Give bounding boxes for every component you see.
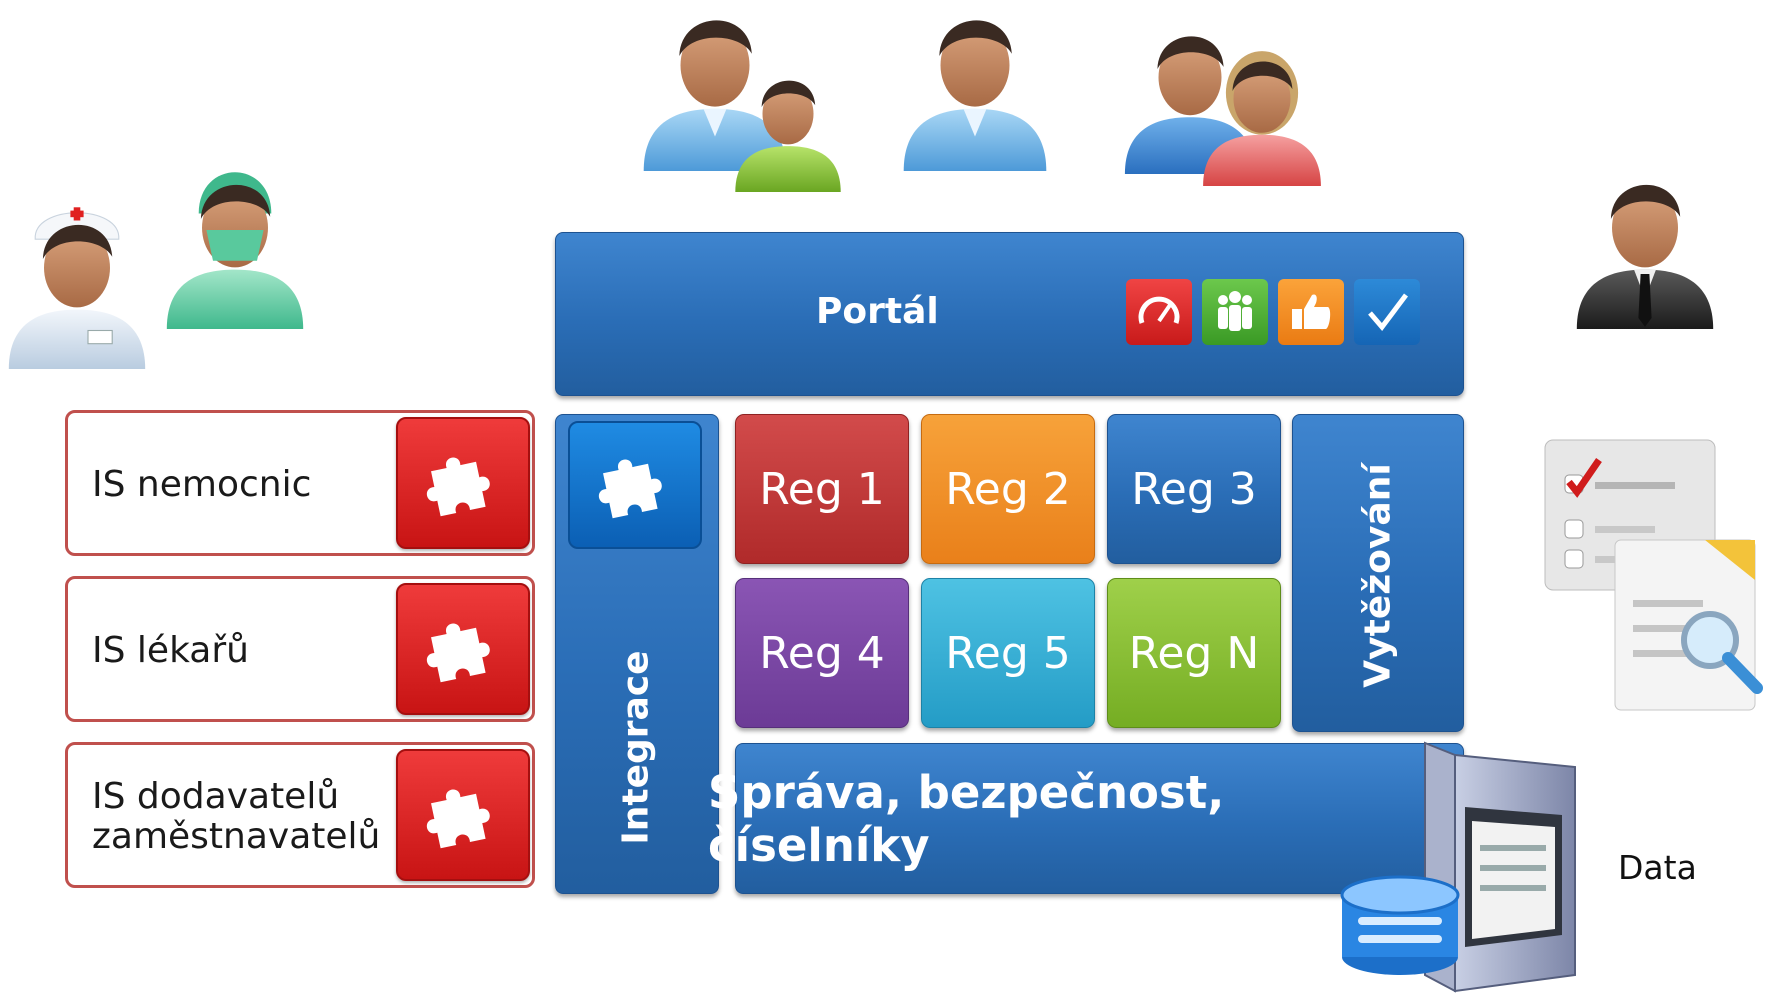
is-suppliers-employers-box[interactable]: IS dodavatelů zaměstnavatelů (65, 742, 535, 888)
puzzle-icon (396, 583, 530, 715)
data-label: Data (1618, 848, 1697, 887)
registry-tile-2[interactable]: Reg 2 (921, 414, 1095, 564)
registry-tile-3[interactable]: Reg 3 (1107, 414, 1281, 564)
nurse-icon (8, 207, 146, 369)
admin-label: Správa, bezpečnost, číselníky (708, 765, 1225, 872)
registry-label: Reg 5 (945, 627, 1071, 679)
checkmark-icon[interactable] (1354, 279, 1420, 345)
dashboard-icon[interactable] (1126, 279, 1192, 345)
is-suppliers-label-line2: zaměstnavatelů (92, 816, 381, 857)
couple-users-icon (1124, 36, 1321, 186)
businessman-icon (1576, 184, 1714, 329)
mining-column[interactable]: Vytěžování (1292, 414, 1464, 732)
thumbs-up-icon[interactable] (1278, 279, 1344, 345)
puzzle-icon (396, 417, 530, 549)
integration-column[interactable]: Integrace (555, 414, 719, 894)
registry-label: Reg 2 (945, 463, 1071, 515)
report-search-icon (1544, 439, 1763, 711)
database-server-icon (1340, 741, 1576, 993)
is-doctors-label: IS lékařů (92, 630, 249, 671)
is-hospitals-label: IS nemocnic (92, 464, 312, 505)
is-hospitals-box[interactable]: IS nemocnic (65, 410, 535, 556)
portal-label: Portál (816, 291, 939, 332)
registry-tile-n[interactable]: Reg N (1107, 578, 1281, 728)
group-icon[interactable] (1202, 279, 1268, 345)
registry-label: Reg 3 (1131, 463, 1257, 515)
puzzle-icon (396, 749, 530, 881)
registry-tile-1[interactable]: Reg 1 (735, 414, 909, 564)
registry-tile-4[interactable]: Reg 4 (735, 578, 909, 728)
registry-tile-5[interactable]: Reg 5 (921, 578, 1095, 728)
is-suppliers-label-line1: IS dodavatelů (92, 776, 340, 817)
surgeon-icon (166, 172, 304, 329)
admin-bar[interactable]: Správa, bezpečnost, číselníky (708, 743, 1464, 894)
registry-label: Reg 1 (759, 463, 885, 515)
registry-label: Reg N (1128, 627, 1260, 679)
integration-puzzle-icon (568, 421, 702, 549)
parent-child-users-icon (643, 20, 841, 192)
integration-label: Integrace (615, 650, 657, 845)
single-user-icon (903, 20, 1047, 171)
portal-bar[interactable]: Portál (555, 232, 1464, 396)
mining-label: Vytěžování (1357, 463, 1399, 688)
registry-label: Reg 4 (759, 627, 885, 679)
is-doctors-box[interactable]: IS lékařů (65, 576, 535, 722)
